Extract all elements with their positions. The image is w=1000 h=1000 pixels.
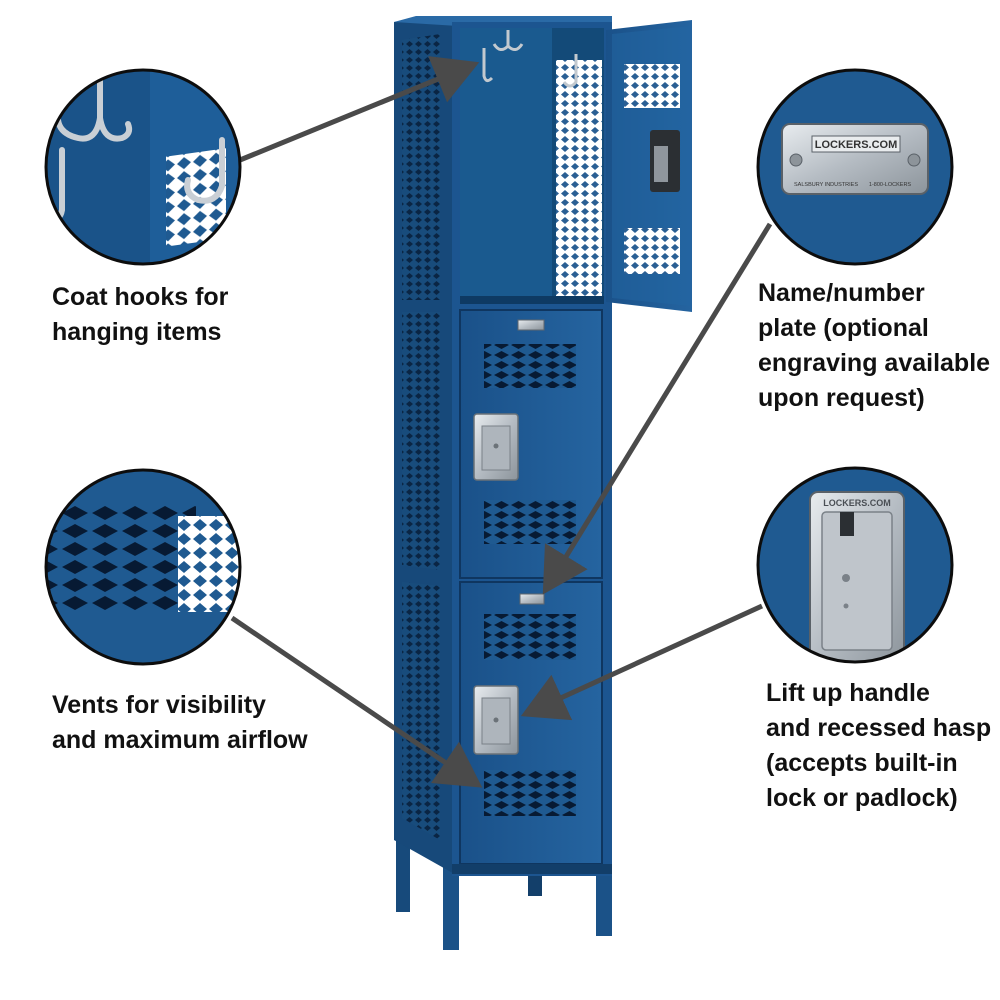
- door-vent: [484, 500, 576, 544]
- plate-brand: LOCKERS.COM: [815, 139, 898, 151]
- caption-line: Name/number: [758, 279, 925, 307]
- caption-line: upon request): [758, 384, 925, 412]
- vent-icon: [46, 506, 196, 614]
- detail-circle-vents: [44, 468, 242, 666]
- arrow-vents: [230, 615, 483, 788]
- caption-vents: Vents for visibility and maximum airflow: [52, 688, 308, 758]
- coat-hook-icon: [492, 30, 524, 51]
- door-vent: [484, 770, 576, 816]
- caption-line: (accepts built-in: [766, 749, 958, 777]
- name-plate-icon: [517, 319, 545, 331]
- hasp-brand: LOCKERS.COM: [823, 498, 891, 508]
- caption-line: engraving available: [758, 349, 991, 377]
- caption-coat-hooks: Coat hooks for hanging items: [52, 280, 228, 350]
- arrow-coat-hooks: [239, 56, 480, 163]
- door-vent: [624, 64, 680, 108]
- caption-line: lock or padlock): [766, 784, 958, 812]
- caption-line: Coat hooks for: [52, 283, 229, 311]
- plate-maker: SALSBURY INDUSTRIES: [794, 182, 858, 188]
- door-vent: [484, 344, 576, 388]
- interior-mesh-panel: [556, 60, 602, 300]
- caption-line: Lift up handle: [766, 679, 930, 707]
- detail-circle-coat-hooks: [44, 68, 242, 266]
- coat-hook-icon: [184, 137, 225, 204]
- caption-line: Vents for visibility: [52, 691, 266, 719]
- caption-name-plate: Name/number plate (optional engraving av…: [758, 276, 990, 416]
- caption-line: plate (optional: [758, 314, 929, 342]
- arrow-name-plate: [542, 222, 773, 595]
- name-plate-icon: [519, 593, 545, 605]
- caption-hasp: Lift up handle and recessed hasp (accept…: [766, 676, 991, 816]
- plate-phone: 1-800-LOCKERS: [869, 182, 912, 188]
- coat-hook-icon: [562, 54, 578, 88]
- detail-circle-name-plate: LOCKERS.COM SALSBURY INDUSTRIES 1-800-LO…: [756, 68, 954, 266]
- coat-hook-icon: [55, 77, 103, 142]
- side-vent: [402, 582, 440, 840]
- locker-leg: [396, 840, 410, 912]
- detail-circle-hasp: LOCKERS.COM: [756, 466, 954, 664]
- callout-arrows: [230, 56, 773, 788]
- locker-leg: [443, 858, 459, 950]
- door-vent: [484, 614, 576, 660]
- side-vent: [402, 312, 440, 570]
- locker: [394, 16, 692, 950]
- coat-hook-icon: [482, 48, 494, 83]
- caption-line: and maximum airflow: [52, 726, 308, 754]
- caption-line: and recessed hasp: [766, 714, 992, 742]
- arrow-hasp: [520, 603, 764, 721]
- caption-line: hanging items: [52, 318, 222, 346]
- side-vent: [402, 34, 440, 300]
- door-vent: [624, 228, 680, 274]
